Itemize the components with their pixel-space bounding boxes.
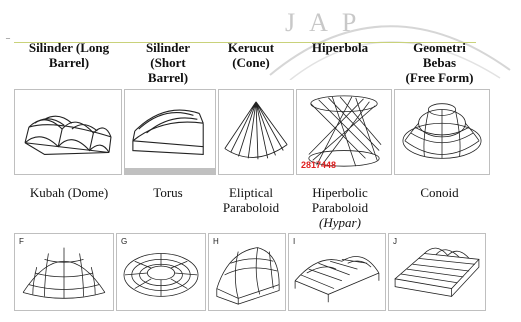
label-cone: Kerucut (Cone): [212, 40, 290, 88]
hypar-drawing: I: [288, 233, 386, 311]
torus-drawing: G: [116, 233, 206, 311]
label-line: Bebas: [390, 55, 489, 70]
dome-drawing: F: [14, 233, 114, 311]
row2-images: F G H: [14, 233, 488, 311]
label-line: Silinder (Long: [14, 40, 124, 55]
hiperbola-drawing: 2817448: [296, 89, 392, 175]
label-line: Barrel): [14, 55, 124, 70]
label-line: Paraboloid: [212, 200, 290, 215]
label-line: (Cone): [212, 55, 290, 70]
conoid-drawing: J: [388, 233, 486, 311]
label-conoid: Conoid: [390, 185, 489, 233]
label-eliptical-paraboloid: Eliptical Paraboloid: [212, 185, 290, 233]
label-line: (Free Form): [390, 70, 489, 85]
label-line: Conoid: [390, 185, 489, 200]
label-line: Hiperbolic: [290, 185, 390, 200]
corner-mark: –: [6, 33, 10, 42]
label-line: Torus: [124, 185, 212, 200]
label-line: Kubah (Dome): [14, 185, 124, 200]
gray-strip: [125, 168, 215, 174]
short-barrel-drawing: [124, 89, 216, 175]
label-line: Geometri: [390, 40, 489, 55]
row2-labels: Kubah (Dome) Torus Eliptical Paraboloid …: [14, 185, 489, 233]
label-dome: Kubah (Dome): [14, 185, 124, 233]
label-torus: Torus: [124, 185, 212, 233]
free-form-drawing: [394, 89, 490, 175]
label-line: Kerucut: [212, 40, 290, 55]
label-line: Barrel): [124, 70, 212, 85]
label-long-barrel: Silinder (Long Barrel): [14, 40, 124, 88]
label-line: Paraboloid: [290, 200, 390, 215]
overlay-number: 2817448: [301, 160, 336, 170]
label-line: Eliptical: [212, 185, 290, 200]
row1-images: 2817448: [14, 89, 492, 175]
label-short-barrel: Silinder (Short Barrel): [124, 40, 212, 88]
label-hypar: Hiperbolic Paraboloid (Hypar): [290, 185, 390, 233]
label-line: Hiperbola: [290, 40, 390, 55]
row1-labels: Silinder (Long Barrel) Silinder (Short B…: [14, 40, 489, 88]
cone-drawing: [218, 89, 294, 175]
label-line: (Short: [124, 55, 212, 70]
label-hiperbola: Hiperbola: [290, 40, 390, 88]
label-line: (Hypar): [290, 215, 390, 230]
label-line: Silinder: [124, 40, 212, 55]
eliptical-paraboloid-drawing: H: [208, 233, 286, 311]
label-free-form: Geometri Bebas (Free Form): [390, 40, 489, 88]
long-barrel-drawing: [14, 89, 122, 175]
